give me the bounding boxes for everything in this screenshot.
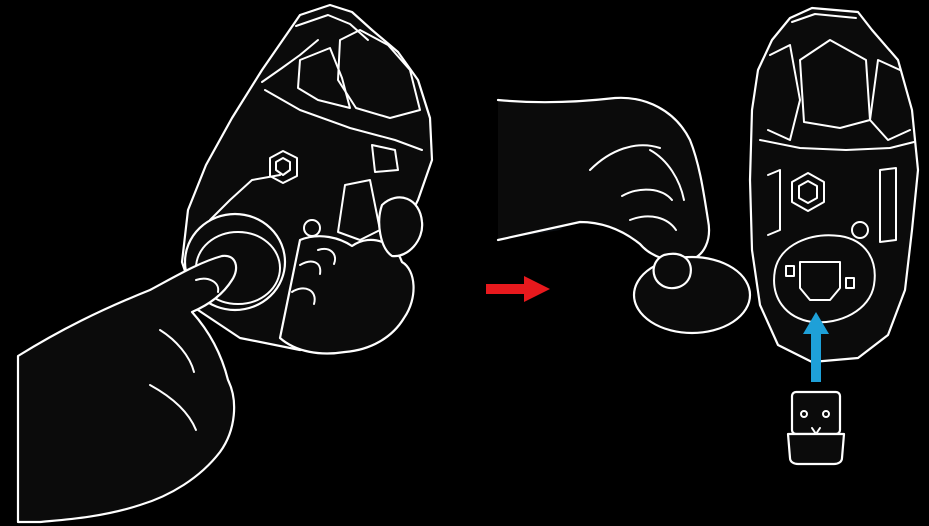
panel-insert-receiver [748, 6, 920, 466]
hand-holding-mouse [278, 196, 424, 355]
receiver-compartment [773, 234, 876, 324]
removed-cover-disc [632, 255, 752, 335]
hand-pushing-cover [16, 254, 238, 524]
panel-remove-cover [16, 3, 434, 524]
usb-receiver [786, 390, 846, 466]
insert-arrow [803, 312, 829, 382]
panel-hold-cover [496, 96, 752, 335]
step-arrow [486, 276, 550, 302]
mouse-body-right [748, 6, 920, 364]
